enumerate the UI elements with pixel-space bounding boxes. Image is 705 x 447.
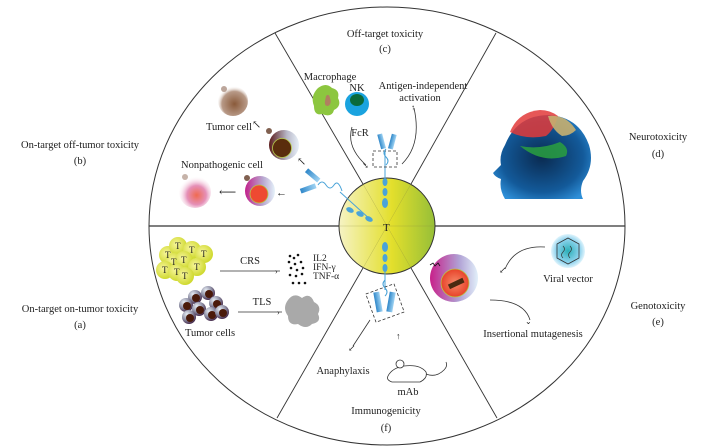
svg-text:(e): (e) (652, 317, 664, 328)
section-b-title: On-target off-tumor toxicity (b) (21, 140, 140, 167)
tumor-cells-label: Tumor cells (185, 328, 235, 339)
arrow-down-left-icon: ↙ (499, 265, 507, 275)
anaphylaxis-label: Anaphylaxis (316, 366, 369, 377)
section-b-content: Tumor cell ↖ ↖ Nonpathogenic cell ⟵ ← (179, 86, 373, 222)
tumor-cell-faded (218, 86, 248, 116)
nk-label: NK (349, 83, 365, 94)
svg-text:T: T (171, 257, 177, 267)
section-f-title: Immunogenicity (f) (351, 406, 421, 434)
arrow-left-icon: ← (276, 187, 287, 199)
divider-bottom-left (276, 267, 364, 419)
svg-text:Off-target toxicity: Off-target toxicity (347, 29, 424, 40)
ifn-gamma-label: IFN-γ (313, 263, 336, 273)
svg-text:Neurotoxicity: Neurotoxicity (629, 132, 688, 143)
svg-text:T: T (182, 271, 188, 281)
car-receptor-icon (299, 168, 373, 222)
macrophage-label: Macrophage (304, 72, 357, 83)
svg-text:T: T (189, 245, 195, 255)
arrow-down-icon: ⌄ (525, 317, 532, 326)
arrow-up-left-icon: ↖ (297, 156, 306, 168)
svg-text:(a): (a) (74, 320, 86, 331)
central-t-cell: T (338, 150, 436, 290)
insertional-mutagenesis-label: Insertional mutagenesis (483, 329, 582, 340)
section-c-content: Macrophage NK Antigen-independent activa… (304, 72, 468, 170)
svg-text:T: T (181, 255, 187, 265)
arrow-up-left-icon: ↖ (252, 119, 261, 131)
svg-text:T: T (194, 262, 200, 272)
section-d-title: Neurotoxicity (d) (629, 132, 688, 160)
tumor-cell-cluster (179, 286, 229, 324)
svg-text:T: T (165, 250, 171, 260)
section-a-content: T T T T T T T T T T CRS › IL2 IFN-γ TNF-… (156, 237, 339, 339)
section-c-title: Off-target toxicity (c) (347, 29, 424, 55)
section-e-title: Genotoxicity (e) (631, 301, 687, 328)
center-t-label: T (383, 222, 390, 234)
svg-text:On-target on-tumor toxicity: On-target on-tumor toxicity (22, 304, 139, 315)
divider-top-right (410, 32, 497, 185)
svg-text:(f): (f) (381, 423, 392, 434)
svg-text:(c): (c) (379, 44, 391, 55)
lysis-cloud (285, 295, 320, 327)
viral-vector-icon (551, 234, 585, 268)
arrow-down-right-icon: ↘ (362, 161, 369, 170)
il2-label: IL2 (313, 254, 327, 264)
antigen-independent-label-2: activation (399, 93, 441, 104)
divider-bottom-right (410, 267, 498, 419)
section-a-title: On-target on-tumor toxicity (a) (22, 304, 139, 331)
svg-text:T: T (162, 265, 168, 275)
svg-text:T: T (201, 249, 207, 259)
antigen-independent-label-1: Antigen-independent (379, 81, 468, 92)
svg-text:T: T (174, 267, 180, 277)
arrow-left-icon: ⟵ (219, 185, 236, 199)
tnf-alpha-label: TNF-α (313, 272, 339, 282)
tls-label: TLS (253, 297, 272, 308)
arrow-up-icon: ↑ (396, 331, 401, 341)
nonpathogenic-cell-label: Nonpathogenic cell (181, 160, 263, 171)
nonpathogenic-cell-faded (179, 176, 211, 208)
mab-label: mAb (398, 387, 419, 398)
svg-text:Immunogenicity: Immunogenicity (351, 406, 421, 417)
section-f-content: ↙ ↑ Anaphylaxis mAb (316, 279, 448, 398)
svg-text:(d): (d) (652, 149, 665, 160)
neurotoxicity-head-icon (493, 110, 591, 199)
arrow-right-icon: › (275, 267, 278, 276)
arrow-up-icon: ↑ (411, 103, 415, 112)
svg-text:Genotoxicity: Genotoxicity (631, 301, 687, 312)
mouse-icon (387, 359, 448, 383)
crs-label: CRS (240, 256, 260, 267)
antibody-binding-box (365, 283, 405, 323)
arrow-down-left-icon: ↙ (348, 343, 356, 353)
fcr-label: FcR (351, 128, 369, 139)
section-e-content: Viral vector ↙ ⌄ Insertional mutagenesis (429, 234, 593, 340)
svg-text:On-target off-tumor toxicity: On-target off-tumor toxicity (21, 140, 140, 151)
arrow-right-icon: › (277, 308, 280, 317)
cytokine-dots (287, 253, 307, 285)
viral-vector-label: Viral vector (543, 274, 593, 285)
svg-text:(b): (b) (74, 156, 87, 167)
tumor-cell-label: Tumor cell (206, 122, 252, 133)
t-cell-cluster: T T T T T T T T T T (156, 237, 213, 285)
svg-text:T: T (175, 241, 181, 251)
